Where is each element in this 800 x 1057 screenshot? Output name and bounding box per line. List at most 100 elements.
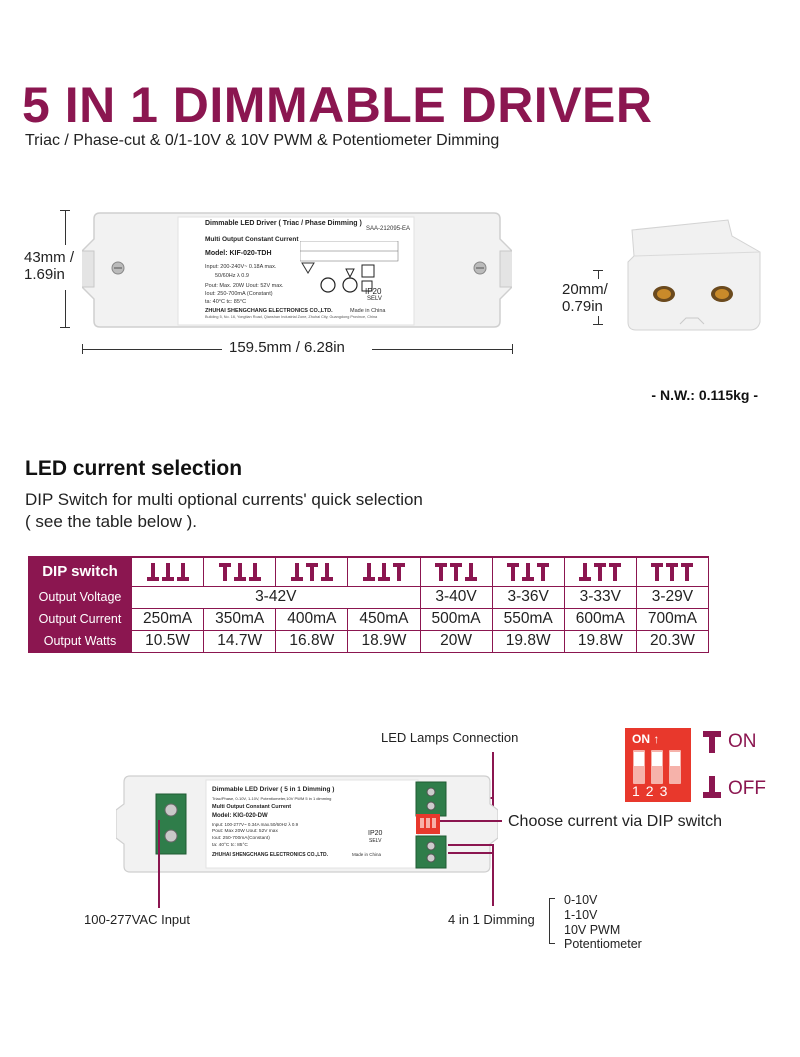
row-header: Output Voltage	[28, 585, 132, 609]
on-label: ON	[728, 731, 757, 752]
current-cell: 550mA	[491, 607, 565, 631]
current-cell: 600mA	[563, 607, 637, 631]
wiring-label-origin: Made in China	[352, 852, 382, 857]
wiring-label-line1b: Triac/Phase, 0-10V, 1-10V, Potentiometer…	[212, 796, 332, 801]
section-title: LED current selection	[25, 457, 243, 480]
watts-cell: 14.7W	[203, 629, 277, 653]
dip-switch-icon	[290, 562, 333, 581]
dimension-line	[598, 316, 599, 324]
dip-switch-numbers: 123	[632, 783, 674, 799]
label-pout: Pout: Max. 20W Uout: 52V max.	[205, 283, 284, 289]
current-cell: 700mA	[635, 607, 710, 631]
label-code: SAA-212095-EA	[366, 226, 411, 232]
switch-off-icon	[233, 562, 246, 581]
off-label: OFF	[728, 778, 766, 799]
label-ip: IP20	[365, 287, 382, 296]
watts-cell: 20.3W	[635, 629, 710, 653]
dip-switch-slot-1	[633, 750, 645, 784]
switch-on-icon	[609, 562, 622, 581]
driver-wiring-view	[116, 775, 498, 873]
wiring-label-temp: ta: 40°C tc: 85°C	[212, 843, 248, 848]
wiring-label-line1: Dimmable LED Driver ( 5 in 1 Dimming )	[212, 786, 335, 793]
dimming-bracket	[549, 898, 555, 944]
dimming-modes-list: 0-10V 1-10V 10V PWM Potentiometer	[564, 893, 642, 952]
row-header: Output Watts	[28, 629, 132, 653]
current-cell: 400mA	[275, 607, 349, 631]
dip-switch-slot-3	[669, 750, 681, 784]
dip-switch-setting	[130, 556, 205, 587]
wiring-label-selv: SELV	[369, 838, 382, 844]
section-desc-line2: ( see the table below ).	[25, 512, 197, 532]
dip-switch-setting	[275, 556, 349, 587]
switch-on-icon	[305, 562, 318, 581]
dimension-line	[372, 349, 512, 350]
switch-off-icon	[522, 562, 535, 581]
watts-cell: 20W	[419, 629, 493, 653]
voltage-cell: 3-36V	[491, 585, 565, 609]
length-dimension-label: 159.5mm / 6.28in	[229, 339, 345, 356]
dimension-tick	[593, 324, 603, 325]
switch-on-icon	[218, 562, 231, 581]
current-cell: 350mA	[203, 607, 277, 631]
label-freq: 50/60Hz λ 0.9	[215, 273, 249, 279]
switch-on-icon	[435, 562, 448, 581]
dip-switch-icon	[362, 562, 405, 581]
dip-switch-setting	[563, 556, 637, 587]
watts-cell: 18.9W	[347, 629, 421, 653]
label-line1: Dimmable LED Driver ( Triac / Phase Dimm…	[205, 220, 362, 227]
page-title: 5 IN 1 DIMMABLE DRIVER	[22, 77, 653, 133]
dip-switch-setting	[347, 556, 421, 587]
dip-switch-icon	[218, 562, 261, 581]
label-origin: Made in China	[350, 308, 386, 314]
wiring-label-maker: ZHUHAI SHENGCHANG ELECTRONICS CO.,LTD.	[212, 852, 329, 858]
callout-line	[440, 820, 502, 822]
dip-switch-icon	[507, 562, 550, 581]
ac-input-callout: 100-277VAC Input	[84, 912, 190, 927]
label-temp: ta: 40°C tc: 85°C	[205, 299, 247, 305]
switch-on-icon	[651, 562, 664, 581]
dip-on-label: ON ↑	[632, 732, 659, 746]
watts-cell: 10.5W	[130, 629, 205, 653]
wiring-label-pout: Pout: Max 20W Uout: 52V max	[212, 829, 278, 834]
driver-side-view	[627, 219, 761, 331]
dip-switch-row: DIP switch	[28, 556, 710, 587]
section-desc-line1: DIP Switch for multi optional currents' …	[25, 490, 423, 509]
wiring-label-ip: IP20	[368, 830, 383, 837]
dimming-callout: 4 in 1 Dimming	[448, 912, 535, 927]
switch-on-icon	[681, 562, 694, 581]
depth-dimension-label: 20mm/ 0.79in	[562, 281, 608, 315]
label-input: Input: 200-240V~ 0.18A max.	[205, 264, 277, 270]
switch-off-icon	[377, 562, 390, 581]
dip-switch-slot-2	[651, 750, 663, 784]
switch-off-icon	[161, 562, 174, 581]
callout-line	[492, 752, 494, 799]
callout-line	[492, 797, 494, 808]
callout-line	[158, 820, 160, 908]
dimming-mode: 10V PWM	[564, 922, 621, 937]
net-weight: - N.W.: 0.115kg -	[651, 387, 758, 403]
label-address: Building 5, No. 16, Yongtian Road, Qians…	[205, 315, 378, 319]
label-symbols	[300, 241, 399, 293]
arrow-up-icon: ↑	[653, 732, 660, 746]
switch-off-icon	[320, 562, 333, 581]
dip-switch-icon	[579, 562, 622, 581]
switch-on-icon	[507, 562, 520, 581]
voltage-cell: 3-42V	[131, 585, 421, 609]
current-cell: 450mA	[347, 607, 421, 631]
watts-cell: 19.8W	[491, 629, 565, 653]
switch-off-icon	[703, 776, 721, 798]
switch-on-icon	[594, 562, 607, 581]
callout-line	[492, 844, 494, 906]
dimming-mode: Potentiometer	[564, 937, 642, 952]
switch-on-icon	[392, 562, 405, 581]
choose-current-callout: Choose current via DIP switch	[508, 813, 723, 830]
callout-line	[448, 852, 494, 854]
dimension-line	[82, 349, 222, 350]
label-iout: Iout: 250-700mA (Constant)	[205, 291, 273, 297]
watts-cell: 16.8W	[275, 629, 349, 653]
voltage-cell: 3-29V	[635, 585, 710, 609]
page-subtitle: Triac / Phase-cut & 0/1-10V & 10V PWM & …	[25, 132, 500, 149]
